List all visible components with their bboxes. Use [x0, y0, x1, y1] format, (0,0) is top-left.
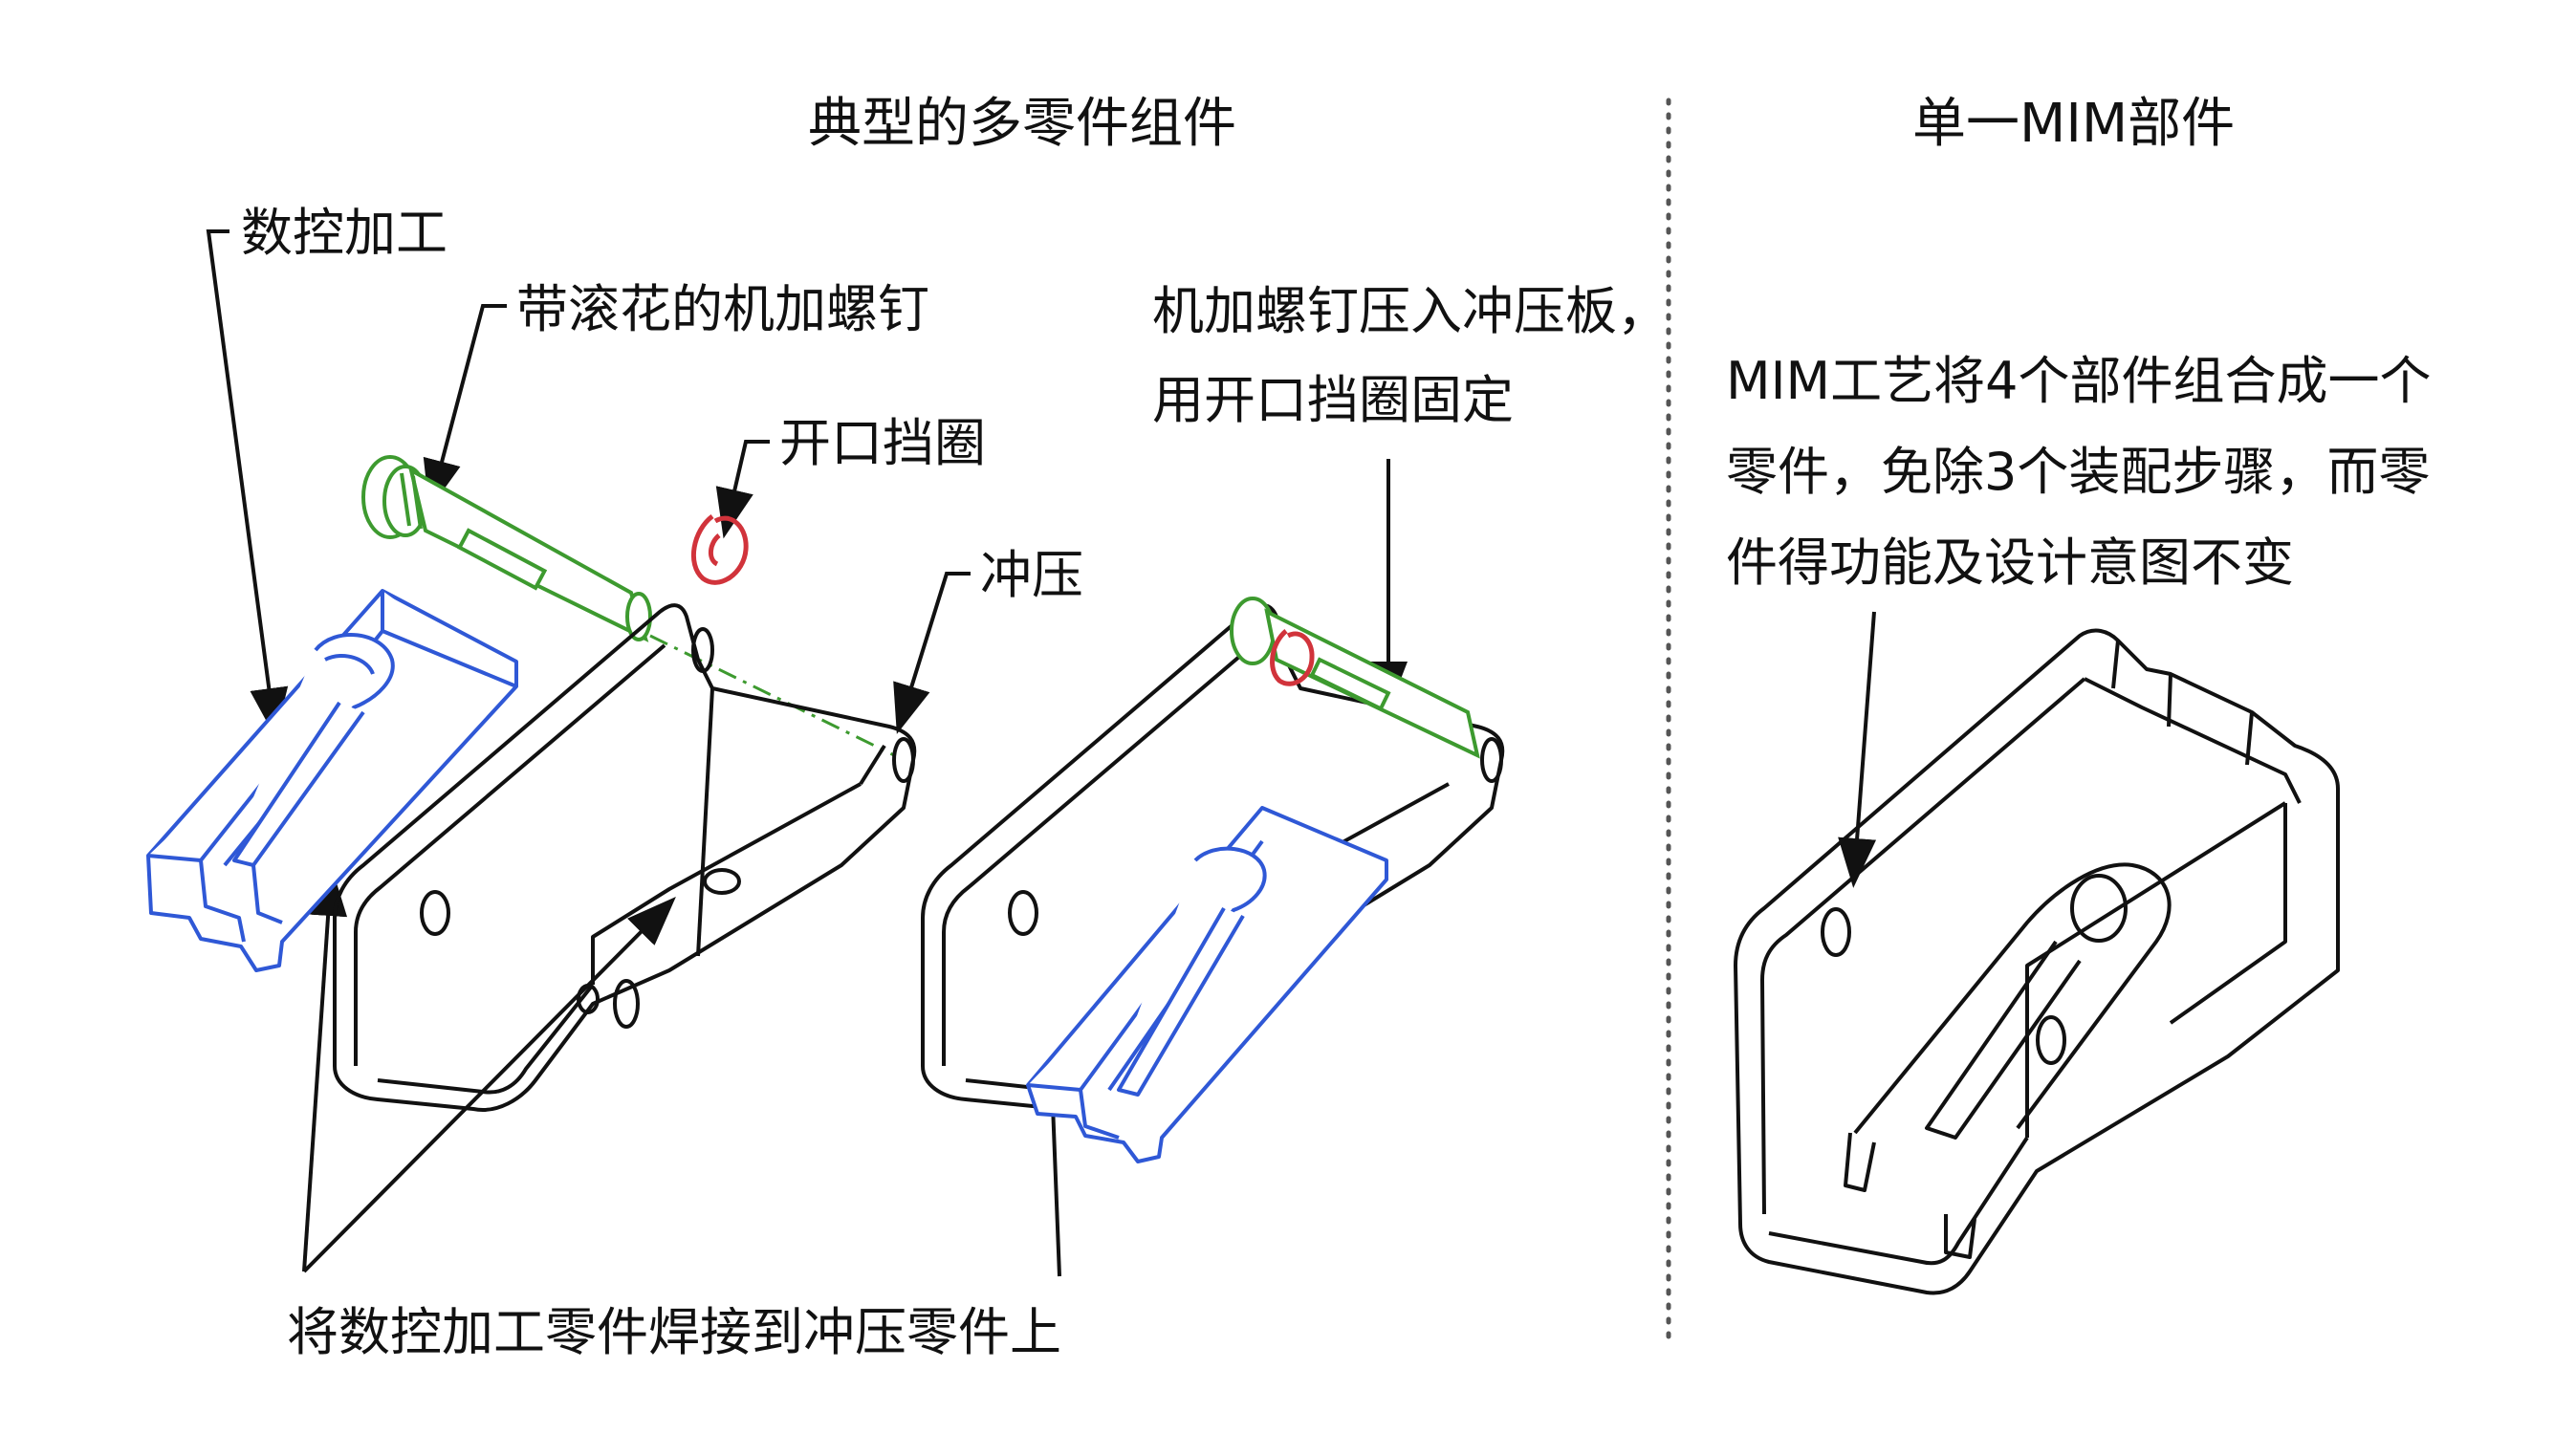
cnc-part — [146, 589, 518, 972]
label-mim-line3: 件得功能及设计意图不变 — [1726, 532, 2294, 593]
label-press-fit-line1: 机加螺钉压入冲压板， — [1152, 281, 1669, 341]
leader-lines — [206, 229, 1877, 1277]
screw-axis-line — [649, 634, 895, 757]
mim-part — [1734, 628, 2340, 1295]
assembled-screw — [1230, 597, 1480, 759]
heading-single-mim-part: 单一MIM部件 — [1912, 93, 2236, 155]
label-weld: 将数控加工零件焊接到冲压零件上 — [287, 1302, 1061, 1362]
stamping-bracket — [333, 603, 917, 1112]
label-knurled-screw: 带滚花的机加螺钉 — [516, 279, 929, 339]
heading-multi-part-assembly: 典型的多零件组件 — [808, 93, 1236, 155]
label-mim-line1: MIM工艺将4个部件组合成一个 — [1726, 351, 2432, 411]
label-press-fit-line2: 用开口挡圈固定 — [1152, 370, 1514, 430]
knurled-screw — [361, 455, 652, 642]
label-cnc: 数控加工 — [241, 203, 448, 263]
label-snap-ring: 开口挡圈 — [779, 413, 986, 473]
snap-ring — [690, 514, 749, 585]
label-mim-line2: 零件，免除3个装配步骤，而零 — [1726, 442, 2431, 502]
assembled-cnc-part — [1026, 806, 1388, 1163]
label-stamping: 冲压 — [980, 545, 1083, 605]
assembled-snap-ring — [1270, 629, 1315, 686]
